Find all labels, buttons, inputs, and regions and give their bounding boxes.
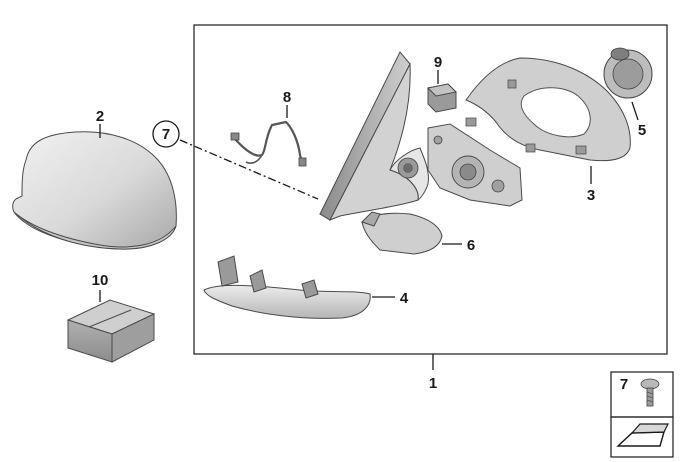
part-number-9: 9: [434, 54, 442, 71]
actuator-bracket-part: [427, 123, 523, 207]
part-number-5: 5: [638, 122, 646, 139]
legend-screw-number: 7: [620, 376, 628, 393]
arrow-shape-icon: [616, 423, 669, 447]
part-number-8: 8: [283, 89, 291, 106]
part-number-6: 6: [467, 237, 475, 254]
box-part: [66, 299, 156, 363]
mirror-frame-part: [465, 57, 631, 162]
mirror-cap-part: [12, 131, 177, 250]
motor-part: [603, 47, 653, 99]
callout-7-circle: [152, 120, 180, 148]
part-number-10: 10: [92, 272, 109, 289]
turn-signal-lamp-part: [203, 255, 371, 319]
connector-part: [426, 83, 458, 113]
part-number-2: 2: [96, 108, 104, 125]
wire-harness-part: [230, 120, 307, 167]
part-number-1: 1: [429, 375, 437, 392]
screw-icon: [640, 378, 660, 407]
assembly-frame: [193, 24, 668, 355]
part-number-4: 4: [400, 290, 409, 307]
part-number-7: 7: [162, 126, 170, 143]
part-number-3: 3: [587, 187, 595, 204]
signal-housing-part: [361, 211, 443, 255]
arrow-legend-box: [610, 416, 674, 458]
mirror-housing-part: [319, 51, 429, 221]
